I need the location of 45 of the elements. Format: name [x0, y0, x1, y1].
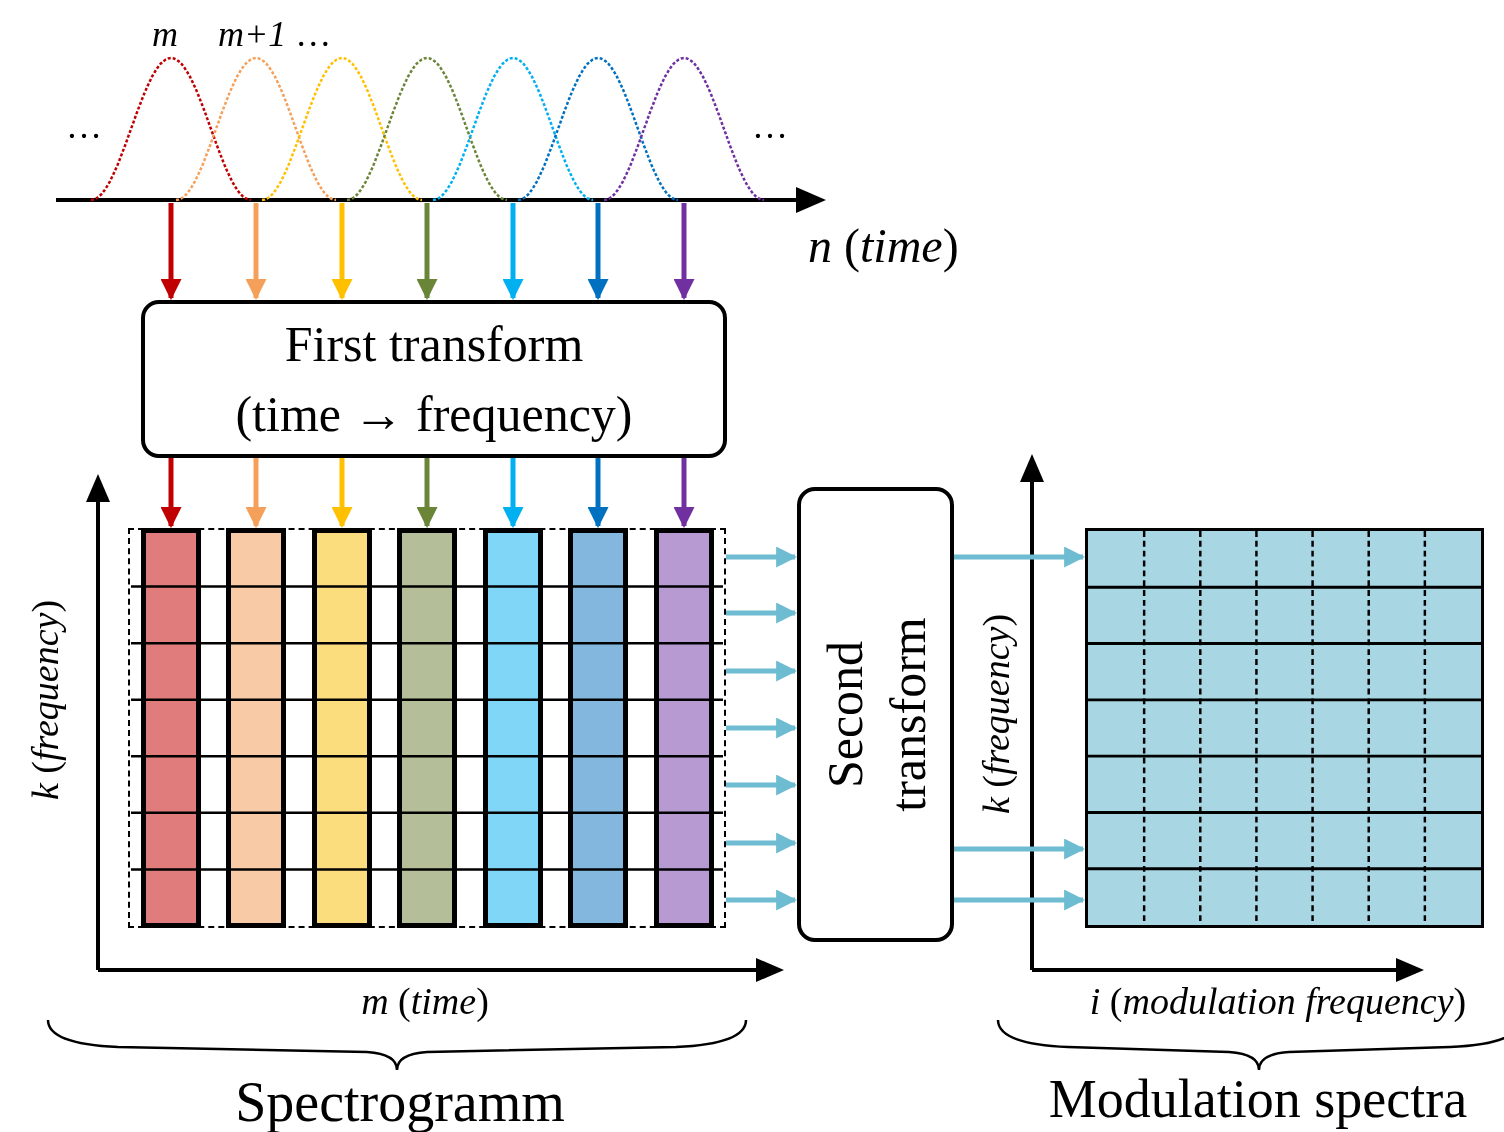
arrow [331, 203, 353, 301]
arrow [673, 203, 695, 301]
arrow [587, 458, 609, 529]
spectrum-column [653, 527, 714, 928]
box-label: Second transform [815, 616, 936, 814]
arrow [726, 660, 798, 682]
arrow [954, 838, 1086, 860]
arrow [245, 458, 267, 529]
spectrum-column [311, 527, 372, 928]
arrow [726, 546, 798, 568]
axis-label: k (frequency) [26, 599, 64, 801]
axis-label: m (time) [361, 982, 489, 1020]
arrow [726, 832, 798, 854]
grid-box [128, 528, 726, 928]
spectrum-column [567, 527, 628, 928]
ellipsis: … [752, 108, 788, 144]
spectrum-column [396, 527, 457, 928]
arrow [726, 602, 798, 624]
process-box [141, 300, 727, 458]
arrow [160, 458, 182, 529]
arrow [673, 458, 695, 529]
spectrum-column [140, 527, 201, 928]
arrow [726, 717, 798, 739]
grid-box [1085, 528, 1484, 928]
index-label: m [152, 16, 178, 52]
arrow [726, 774, 798, 796]
ellipsis: … [66, 108, 102, 144]
arrow [726, 889, 798, 911]
arrow [954, 546, 1086, 568]
arrow [160, 203, 182, 301]
arrow [954, 889, 1086, 911]
arrow [587, 203, 609, 301]
axis-label: k (frequency) [977, 613, 1015, 815]
arrow [245, 203, 267, 301]
spectrum-column [482, 527, 543, 928]
process-box [797, 487, 954, 942]
spectrum-column [225, 527, 286, 928]
arrow [416, 458, 438, 529]
axis-label: i (modulation frequency) [1089, 982, 1467, 1020]
arrow [502, 203, 524, 301]
box-label: First transform (time → frequency) [234, 315, 634, 444]
arrow [502, 458, 524, 529]
arrow [416, 203, 438, 301]
index-label: m+1 … [218, 16, 332, 52]
arrow [331, 458, 353, 529]
